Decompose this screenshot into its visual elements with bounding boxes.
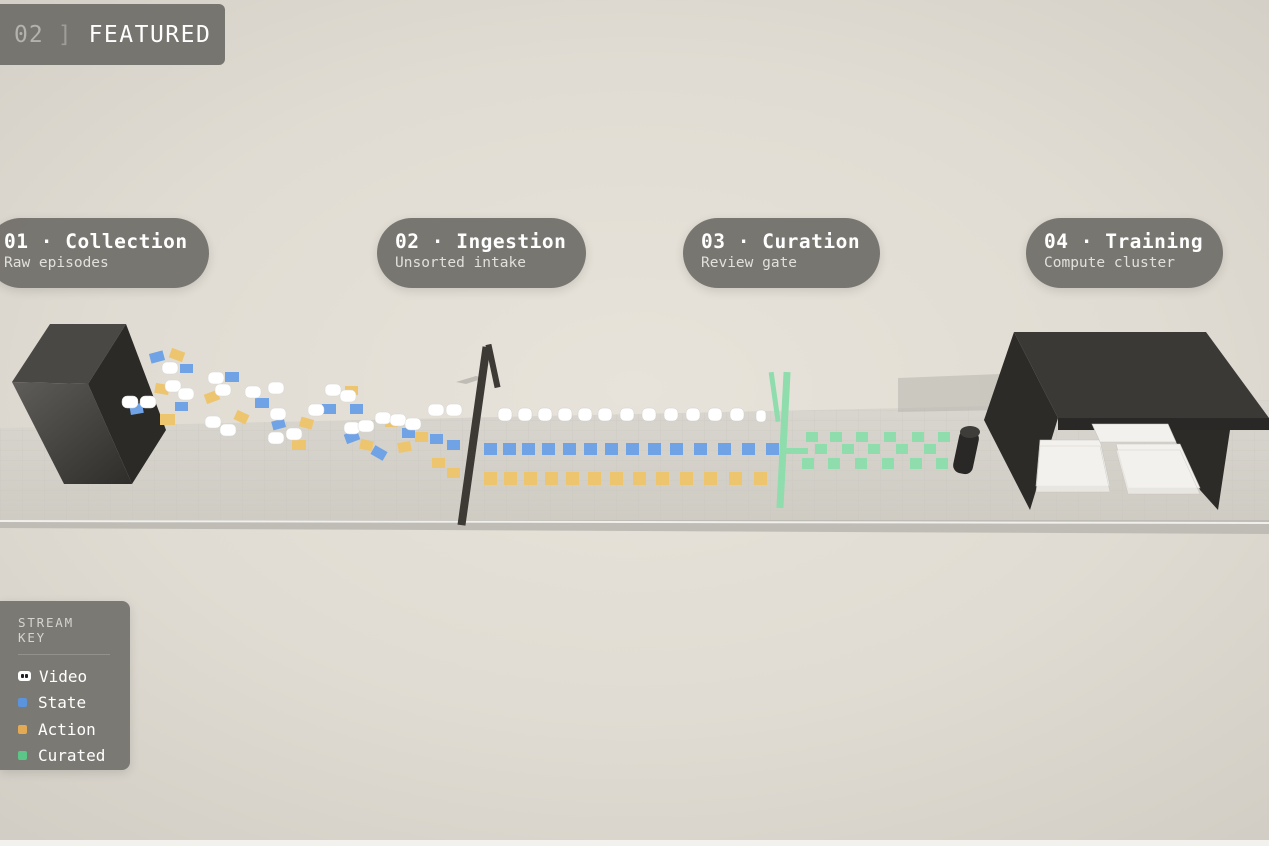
- state-swatch-icon: [18, 698, 27, 708]
- stage-collection: 01 · Collection Raw episodes: [0, 218, 209, 288]
- stage-subtitle: Review gate: [701, 255, 798, 271]
- curated-tokens: [802, 432, 950, 469]
- stage-subtitle: Raw episodes: [4, 255, 109, 271]
- stage-subtitle: Unsorted intake: [395, 255, 526, 271]
- curation-gate: [768, 371, 808, 509]
- ordered-video-row: [497, 407, 767, 423]
- legend-heading: STREAM KEY: [18, 615, 110, 655]
- stage-title: 03 · Curation: [701, 230, 861, 253]
- curated-swatch-icon: [18, 751, 27, 761]
- stage-title: 02 · Ingestion: [395, 230, 567, 253]
- video-token-icon: [18, 671, 31, 682]
- ordered-state-row: [484, 443, 779, 455]
- stage-title: 01 · Collection: [4, 230, 188, 253]
- stage-training: 04 · Training Compute cluster: [1026, 218, 1223, 288]
- ingestion-gate: [456, 343, 501, 526]
- stage-ingestion: 02 · Ingestion Unsorted intake: [377, 218, 586, 288]
- stage-subtitle: Compute cluster: [1044, 255, 1175, 271]
- legend-label: Action: [38, 719, 96, 739]
- featured-badge: 02 ] FEATURED: [0, 4, 225, 65]
- feed-cylinder: [953, 426, 980, 475]
- legend-item-state: State: [18, 690, 130, 717]
- legend-item-curated: Curated: [18, 743, 130, 770]
- server-stack: [1035, 423, 1201, 495]
- legend-item-video: Video: [18, 663, 130, 690]
- featured-number: 02: [14, 21, 44, 48]
- legend-label: Curated: [38, 746, 106, 766]
- ordered-action-row: [484, 472, 767, 485]
- stage-curation: 03 · Curation Review gate: [683, 218, 880, 288]
- legend-label: State: [38, 693, 87, 713]
- raw-episode-tokens: [121, 347, 463, 478]
- bottom-strip: [0, 840, 1269, 846]
- stream-key-legend: STREAM KEY Video State Action Curated: [0, 601, 130, 770]
- legend-item-action: Action: [18, 716, 130, 743]
- featured-label: FEATURED: [88, 21, 212, 48]
- action-swatch-icon: [18, 724, 27, 734]
- featured-separator: ]: [57, 21, 73, 48]
- compute-cluster: [898, 332, 1269, 510]
- stage-title: 04 · Training: [1044, 230, 1204, 253]
- legend-label: Video: [39, 666, 88, 686]
